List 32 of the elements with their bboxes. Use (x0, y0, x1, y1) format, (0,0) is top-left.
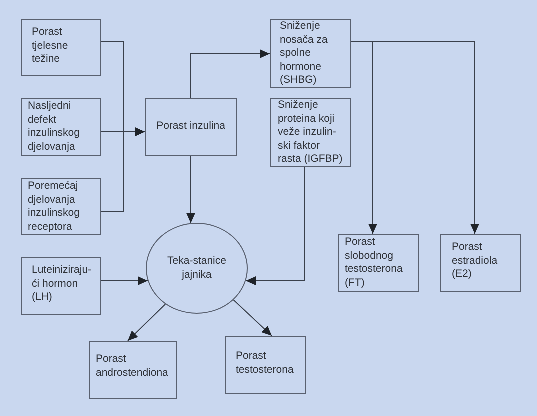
process-box (89, 341, 177, 399)
ellipse-label: Teka-stanice jajnika (166, 255, 228, 282)
process-box (21, 98, 101, 156)
box-label: Porast testosterona (236, 350, 295, 377)
arrow (233, 300, 272, 336)
arrow (100, 128, 146, 212)
box-label: Poremećaj djelovanja inzulinskog receptora (28, 180, 81, 234)
box-label: Porast androstendiona (96, 353, 170, 380)
box-label: Luteiniziraju-ći hormon (LH) (32, 264, 93, 304)
process-box (145, 98, 237, 156)
box-label: Porast estradiola (E2) (452, 241, 499, 282)
arrow (128, 304, 166, 342)
box-label: Porast inzulina (156, 120, 226, 134)
process-box (440, 234, 521, 292)
process-box (21, 178, 101, 235)
box-label: Porast slobodnog testosterona (FT) (345, 236, 404, 290)
box-label: Porast tjelesne težine (32, 26, 70, 66)
process-box (225, 336, 306, 394)
process-box (270, 19, 351, 88)
process-box (21, 19, 101, 76)
box-label: Sniženje proteina koji veže inzulin-ski faktor rasta (IGFBP) (278, 99, 344, 166)
ellipse-node (146, 223, 248, 314)
arrow (246, 166, 306, 286)
process-box (21, 257, 101, 315)
arrow (100, 276, 148, 286)
arrow (190, 50, 270, 98)
process-box (338, 234, 419, 292)
arrow (186, 156, 196, 224)
box-label: Sniženje nosača za spolne hormone (SHBG) (280, 20, 329, 88)
arrow (350, 42, 480, 234)
box-label: Nasljedni defekt inzulinskog djelovanja (28, 100, 81, 154)
process-box (270, 98, 351, 167)
